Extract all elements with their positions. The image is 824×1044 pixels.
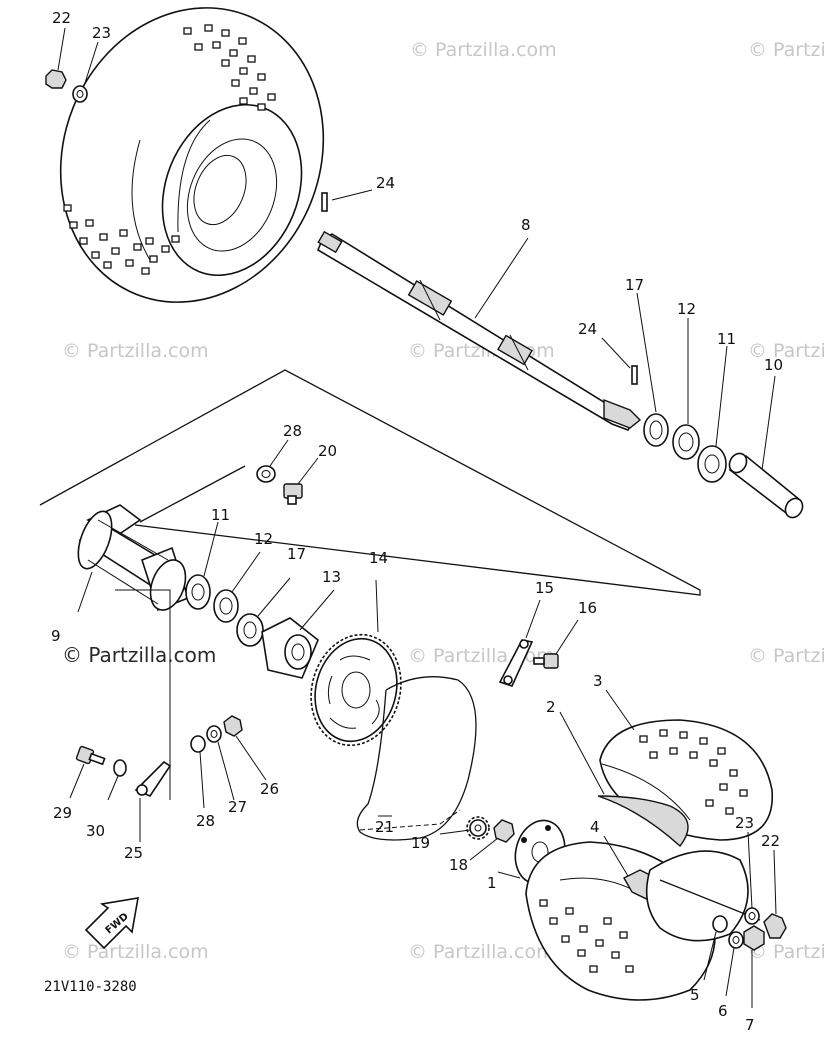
label-3: 3 — [593, 672, 603, 690]
washer-6 — [725, 931, 744, 997]
label-22-bottom: 22 — [761, 832, 780, 850]
label-11-right: 11 — [717, 330, 736, 348]
label-29: 29 — [53, 804, 72, 822]
label-20: 20 — [318, 442, 337, 460]
label-6: 6 — [718, 1002, 728, 1020]
label-4: 4 — [590, 818, 600, 836]
watermark-1: © Partzilla.com — [410, 39, 557, 61]
rear-axle — [317, 230, 642, 431]
washer-27 — [206, 725, 235, 801]
drive-chain-21 — [356, 676, 477, 841]
stud-25 — [134, 760, 172, 842]
tire-tread-lugs — [63, 24, 276, 275]
label-28-bottom: 28 — [196, 812, 215, 830]
watermark-2: © Partzilla.com — [748, 39, 824, 61]
label-19: 19 — [411, 834, 430, 852]
label-28-top: 28 — [283, 422, 302, 440]
washer-23-bottom — [744, 831, 760, 925]
assembly-outline — [39, 369, 701, 596]
nut-22-top — [45, 27, 67, 89]
watermark-3: © Partzilla.com — [62, 340, 209, 362]
wheel-rim-2 — [559, 711, 689, 848]
label-17-left: 17 — [287, 545, 306, 563]
cotter-pin-24-top — [321, 189, 373, 212]
label-30: 30 — [86, 822, 105, 840]
wheel-rim-2b — [645, 850, 761, 942]
bearing-12-right — [672, 318, 700, 460]
washer-28-bottom — [190, 735, 206, 809]
label-22-top: 22 — [52, 9, 71, 27]
drive-sprocket-19 — [439, 816, 490, 840]
nut-22-bottom — [763, 849, 787, 939]
label-14: 14 — [369, 549, 388, 567]
bearing-11-right — [697, 345, 728, 483]
bolt-29 — [69, 745, 106, 799]
label-15: 15 — [535, 579, 554, 597]
bearing-12-left — [213, 551, 261, 623]
washer-30 — [107, 759, 127, 801]
label-26: 26 — [260, 780, 279, 798]
watermark-10: © Partzilla.com — [408, 941, 555, 963]
left-rear-tire — [59, 7, 325, 303]
right-tire-tread-lugs — [539, 729, 748, 973]
washer-5 — [703, 915, 728, 981]
callout-labels: 22 23 24 8 17 12 11 24 10 28 20 11 12 17… — [44, 9, 783, 1034]
watermark-11: © Partzilla.com — [748, 941, 824, 963]
label-17-right: 17 — [625, 276, 644, 294]
label-25: 25 — [124, 844, 143, 862]
label-16: 16 — [578, 599, 597, 617]
washer-28-top — [256, 439, 289, 483]
label-5: 5 — [690, 986, 700, 1004]
nut-26 — [223, 715, 267, 781]
watermark-6: © Partzilla.com — [62, 643, 216, 667]
cotter-pin-24-right — [601, 337, 638, 385]
label-18: 18 — [449, 856, 468, 874]
watermark-7: © Partzilla.com — [408, 645, 555, 667]
chain-guide-15 — [498, 599, 541, 687]
bearing-11-left — [185, 521, 219, 610]
label-12-left: 12 — [254, 530, 273, 548]
label-2: 2 — [546, 698, 556, 716]
sprocket-hub-13 — [261, 589, 335, 679]
label-27: 27 — [228, 798, 247, 816]
label-24-right: 24 — [578, 320, 597, 338]
nut-18 — [469, 819, 515, 861]
axle-housing-9 — [77, 504, 189, 800]
label-23-top: 23 — [92, 24, 111, 42]
fwd-arrow: FWD — [84, 897, 139, 950]
label-24-top: 24 — [376, 174, 395, 192]
collar-10 — [728, 375, 804, 519]
label-9: 9 — [51, 627, 61, 645]
washer-23-top — [72, 41, 99, 103]
watermark-8: © Partzilla.com — [748, 645, 824, 667]
label-11-left: 11 — [211, 506, 230, 524]
bolt-20 — [283, 457, 319, 505]
oil-seal-17-right — [636, 292, 669, 447]
label-21: 21 — [375, 818, 394, 836]
label-23-bottom: 23 — [735, 814, 754, 832]
nut-7 — [743, 925, 765, 1008]
label-7: 7 — [745, 1016, 755, 1034]
rear-sprocket-14 — [310, 579, 402, 747]
watermark-5: © Partzilla.com — [748, 340, 824, 362]
oil-seal-17-left — [236, 577, 291, 647]
tire-3 — [605, 689, 635, 731]
watermark-9: © Partzilla.com — [62, 941, 209, 963]
label-10: 10 — [764, 356, 783, 374]
diagram-code: 21V110-3280 — [44, 979, 137, 995]
assembly-outline-2 — [139, 465, 246, 523]
label-13: 13 — [322, 568, 341, 586]
bolt-16 — [533, 619, 579, 669]
label-1: 1 — [487, 874, 497, 892]
label-8: 8 — [521, 216, 531, 234]
label-12-right: 12 — [677, 300, 696, 318]
